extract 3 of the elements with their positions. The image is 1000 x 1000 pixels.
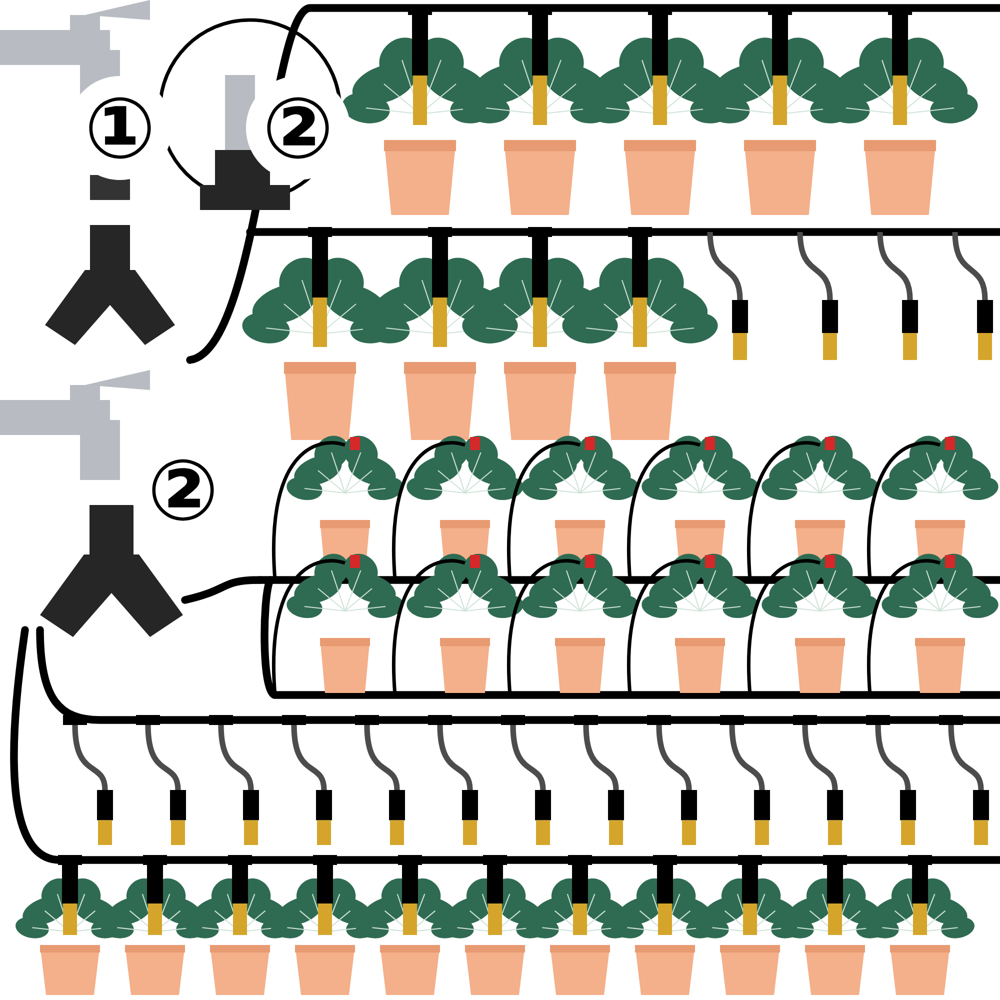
callout-number: ① xyxy=(68,76,172,180)
callout-number: ② xyxy=(246,76,350,180)
callout-number: ② xyxy=(130,438,236,542)
